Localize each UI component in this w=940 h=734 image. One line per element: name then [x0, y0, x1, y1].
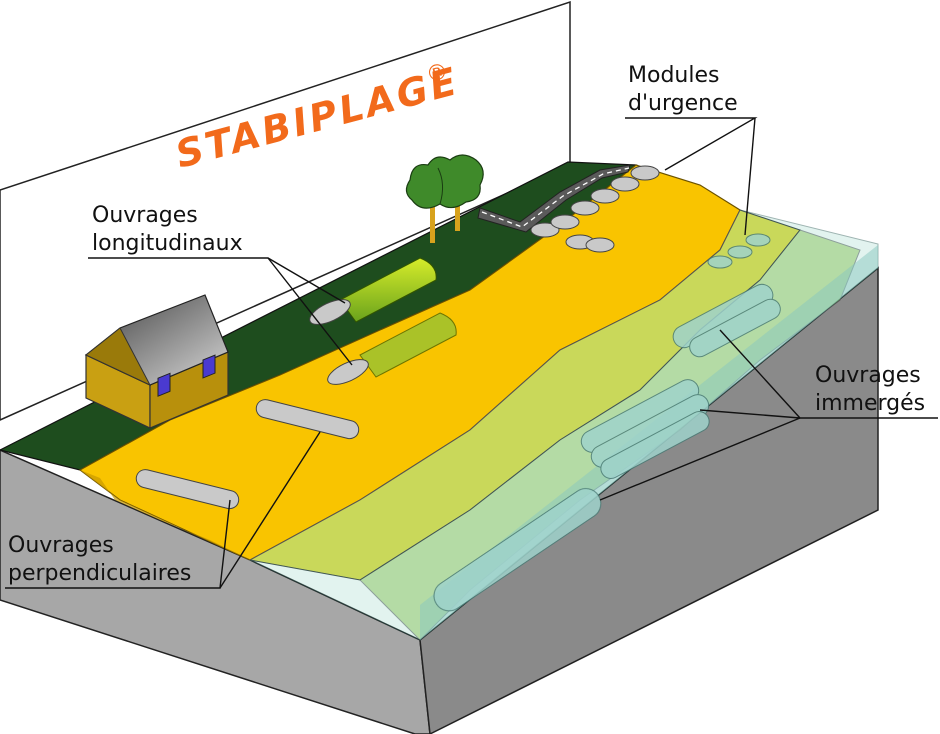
label-perpendicular-structures: Ouvrages perpendiculaires: [8, 533, 191, 586]
longitudinal-structures: [309, 257, 457, 385]
tree-trunk: [430, 205, 435, 243]
dune-edge: [80, 470, 250, 560]
label-line: Ouvrages: [8, 533, 114, 558]
label-submerged-structures: Ouvrages immergés: [815, 363, 925, 416]
road-marking: [481, 167, 630, 228]
house-window: [202, 354, 216, 379]
emergency-modules: [530, 165, 771, 269]
trees: [405, 154, 484, 243]
road: [477, 164, 631, 233]
house-gable: [85, 327, 152, 387]
house-window: [157, 372, 171, 397]
leader-lines: [5, 117, 938, 589]
label-emergency-modules: Modules d'urgence: [628, 63, 738, 116]
label-longitudinal-structures: Ouvrages longitudinaux: [92, 203, 243, 256]
submerged-structures: [433, 283, 781, 612]
tree-trunk: [455, 198, 460, 231]
perpendicular-structures: [135, 399, 360, 510]
label-line: immergés: [815, 391, 925, 416]
label-line: perpendiculaires: [8, 561, 191, 586]
label-line: longitudinaux: [92, 231, 243, 256]
label-line: d'urgence: [628, 91, 738, 116]
label-line: Ouvrages: [815, 363, 921, 388]
house: [84, 294, 229, 429]
label-line: Ouvrages: [92, 203, 198, 228]
label-line: Modules: [628, 63, 719, 88]
tree-canopy: [405, 154, 484, 209]
